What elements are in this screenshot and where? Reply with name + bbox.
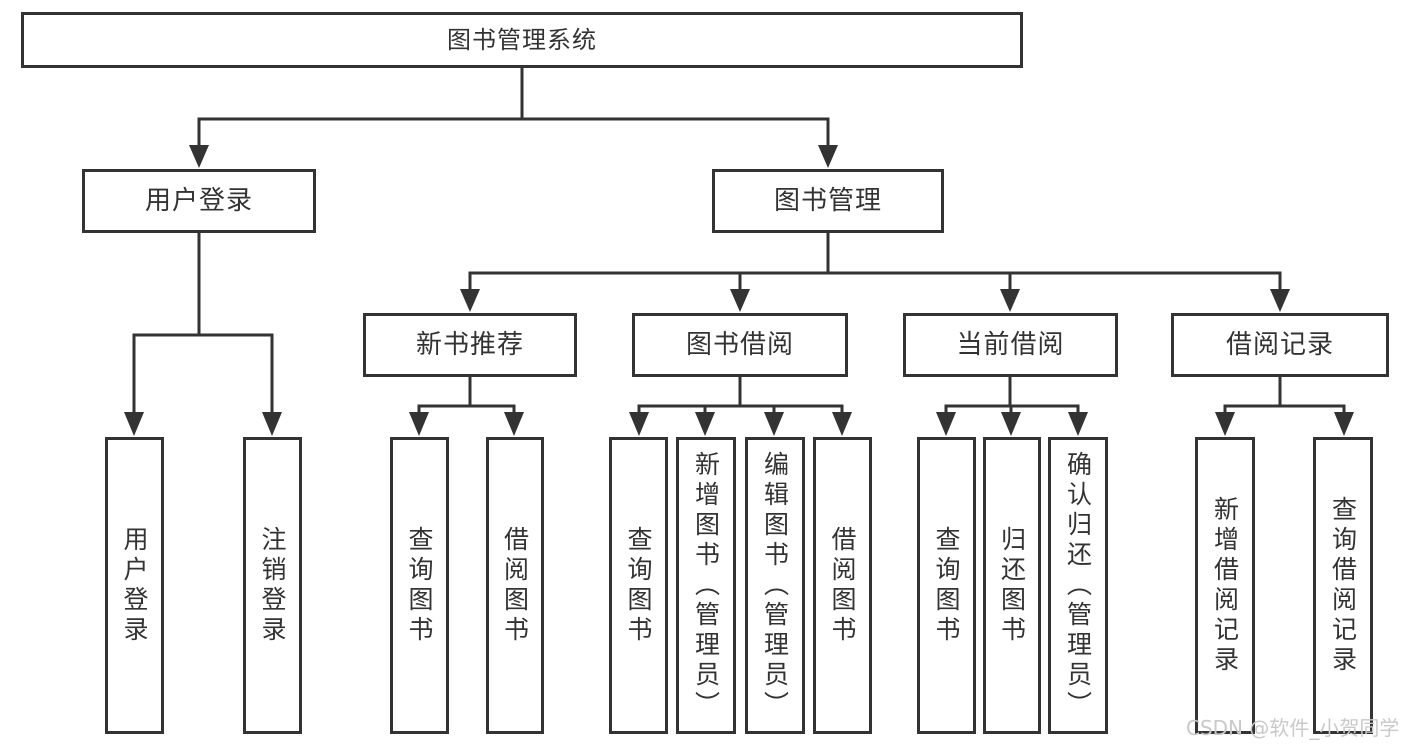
leaf-return-book: 归还图书 (983, 437, 1041, 734)
node-user-login-label: 用户登录 (144, 186, 253, 216)
leaf-return-book-label: 归还图书 (997, 525, 1027, 646)
leaf-add-borrow-record-label: 新增借阅记录 (1210, 495, 1240, 676)
node-book-management-label: 图书管理 (773, 186, 882, 216)
node-new-book-recommend-label: 新书推荐 (415, 330, 524, 360)
arrowheads (124, 145, 1354, 436)
node-new-book-recommend: 新书推荐 (363, 313, 577, 377)
leaf-add-book-admin-label: 新增图书（管理员） (691, 450, 721, 721)
leaf-logout: 注销登录 (243, 437, 302, 734)
node-book-borrow: 图书借阅 (632, 313, 848, 377)
leaf-user-login-label: 用户登录 (120, 525, 149, 646)
leaf-query-book-borrow-label: 查询图书 (624, 525, 653, 646)
node-book-management: 图书管理 (712, 169, 944, 233)
leaf-confirm-return-admin: 确认归还（管理员） (1048, 437, 1108, 734)
node-current-borrow-label: 当前借阅 (956, 330, 1065, 360)
node-root-label: 图书管理系统 (447, 26, 597, 54)
leaf-edit-book-admin: 编辑图书（管理员） (745, 437, 805, 734)
node-current-borrow: 当前借阅 (903, 313, 1118, 377)
leaf-query-book-current-label: 查询图书 (932, 525, 961, 646)
leaf-edit-book-admin-label: 编辑图书（管理员） (760, 450, 790, 721)
leaf-add-book-admin: 新增图书（管理员） (676, 437, 736, 734)
leaf-query-book-borrow: 查询图书 (609, 437, 668, 734)
leaf-add-borrow-record: 新增借阅记录 (1195, 437, 1255, 734)
node-user-login: 用户登录 (82, 169, 316, 233)
leaf-query-book-recommend-label: 查询图书 (405, 525, 434, 646)
node-borrow-record: 借阅记录 (1171, 313, 1389, 377)
leaf-logout-label: 注销登录 (258, 525, 287, 646)
node-root-library-system: 图书管理系统 (21, 12, 1023, 68)
leaf-borrow-book-label: 借阅图书 (828, 525, 857, 646)
leaf-user-login: 用户登录 (105, 437, 164, 734)
leaf-query-borrow-record-label: 查询借阅记录 (1328, 495, 1358, 676)
connector-lines (132, 67, 1346, 414)
leaf-borrow-book-recommend-label: 借阅图书 (500, 525, 530, 646)
leaf-query-borrow-record: 查询借阅记录 (1313, 437, 1373, 734)
csdn-watermark: CSDN @软件_小贺同学 (1186, 716, 1400, 740)
leaf-confirm-return-admin-label: 确认归还（管理员） (1063, 450, 1093, 721)
node-book-borrow-label: 图书借阅 (685, 330, 794, 360)
node-borrow-record-label: 借阅记录 (1225, 330, 1334, 360)
leaf-query-book-recommend: 查询图书 (390, 437, 449, 734)
leaf-query-book-current: 查询图书 (917, 437, 976, 734)
leaf-borrow-book: 借阅图书 (813, 437, 872, 734)
leaf-borrow-book-recommend: 借阅图书 (486, 437, 544, 734)
